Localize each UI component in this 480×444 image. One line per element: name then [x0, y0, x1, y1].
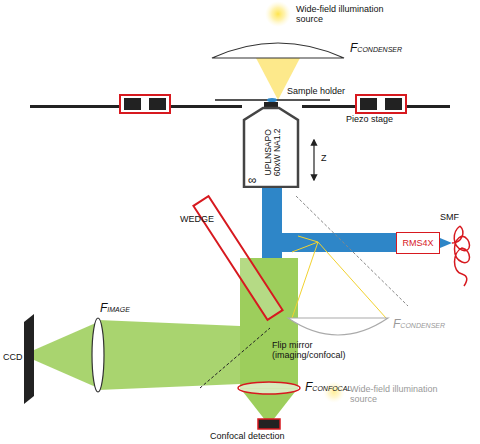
objective-spec: UPLNSAPO 60xW NA1.2	[264, 121, 283, 183]
confocal-lens	[238, 382, 300, 394]
part-label: SMF	[440, 212, 459, 222]
objective-4x: RMS4X	[396, 232, 440, 254]
imaging-lens	[92, 318, 104, 392]
part-label: Flip mirror (imaging/confocal)	[272, 340, 362, 361]
sample-holder	[215, 99, 330, 101]
source-label: Wide-field illumination source	[296, 4, 388, 25]
lens-label: FIMAGE	[100, 302, 130, 316]
z-arrow	[313, 140, 314, 180]
fiber-tip	[440, 238, 452, 248]
piezo-block	[356, 95, 406, 113]
flip-mirror	[200, 328, 270, 388]
emission-beam	[34, 322, 98, 388]
alt-mirror	[296, 196, 408, 306]
lens-label: FCONDENSER	[393, 318, 445, 332]
laser-beam	[262, 233, 402, 252]
alt-condenser-lens	[288, 318, 388, 335]
part-label: WEDGE	[180, 214, 214, 224]
part-label: Confocal detection	[210, 431, 285, 441]
objective-lens: UPLNSAPO 60xW NA1.2 ∞	[242, 100, 300, 188]
ccd-camera	[24, 314, 34, 404]
axis-label: Z	[321, 153, 327, 163]
alt-light-rays	[292, 236, 386, 318]
emission-beam	[98, 320, 240, 390]
lens-label: FCONDENSER	[350, 42, 402, 56]
lens-label: FCONFOCAL	[305, 381, 351, 395]
part-label: CCD	[3, 352, 23, 362]
single-mode-fiber	[452, 226, 470, 286]
part-label: Piezo stage	[346, 114, 393, 124]
sample	[267, 98, 277, 102]
piezo-block	[120, 95, 170, 113]
light-source	[265, 1, 291, 27]
objective-body	[244, 108, 298, 187]
infinity-mark: ∞	[248, 174, 257, 187]
source-label: Wide-field illumination source	[350, 384, 442, 405]
confocal-detector	[258, 419, 280, 429]
part-label: Sample holder	[287, 86, 345, 96]
objective-name: RMS4X	[402, 238, 433, 248]
condenser-lens	[212, 43, 344, 58]
